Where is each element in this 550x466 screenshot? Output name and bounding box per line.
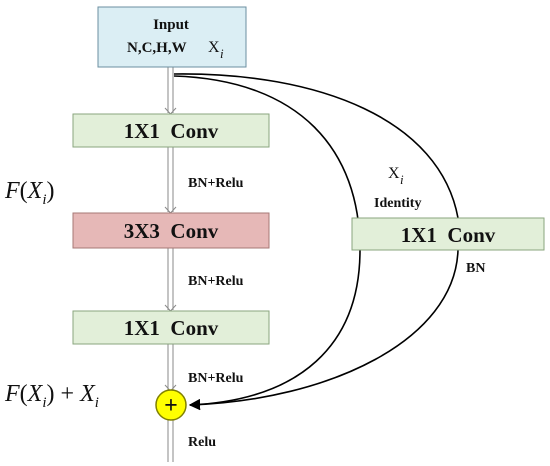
relu-label: Relu — [188, 435, 216, 450]
input-box — [97, 6, 247, 68]
residual-function-label: F(Xi) — [4, 178, 55, 208]
conv1-label: 1X1 Conv — [124, 119, 219, 143]
bn-relu-label-1: BN+Relu — [188, 176, 244, 191]
conv2-block: 3X3 Conv — [72, 212, 270, 249]
identity-x-subscript: i — [400, 172, 404, 187]
conv2-box — [72, 212, 270, 249]
residual-sum-label: F(Xi) + Xi — [4, 381, 99, 411]
bn-relu-label-3: BN+Relu — [188, 371, 244, 386]
input-block: Input N,C,H,W X i — [97, 6, 247, 68]
shortcut-conv-block: 1X1 Conv — [351, 217, 545, 251]
conv3-block: 1X1 Conv — [72, 310, 270, 345]
adder-circle — [155, 389, 187, 421]
projection-skip-curve — [173, 73, 459, 219]
plus-icon: + — [164, 393, 178, 419]
pipe-adder-to-output — [167, 420, 174, 462]
projection-skip-return-curve — [188, 249, 459, 411]
conv2-label: 3X3 Conv — [124, 219, 219, 243]
input-x-subscript: i — [220, 46, 224, 61]
input-shape-label: N,C,H,W — [127, 40, 187, 56]
shortcut-conv-box — [351, 217, 545, 251]
identity-label: Identity — [374, 196, 421, 211]
pipe-conv2-to-conv3 — [164, 248, 177, 312]
input-x-variable: X — [208, 39, 220, 56]
main-flow-pipe — [164, 67, 177, 462]
input-label: Input — [153, 17, 189, 33]
bn-relu-label-2: BN+Relu — [188, 274, 244, 289]
conv3-box — [72, 310, 270, 345]
shortcut-bn-label: BN — [466, 261, 485, 276]
conv1-box — [72, 113, 270, 148]
conv1-block: 1X1 Conv — [72, 113, 270, 148]
identity-x-variable: X — [388, 165, 400, 182]
adder-node: + — [155, 389, 187, 421]
pipe-conv3-to-adder — [164, 344, 177, 392]
shortcut-conv-label: 1X1 Conv — [401, 223, 496, 247]
pipe-conv1-to-conv2 — [164, 147, 177, 214]
conv3-label: 1X1 Conv — [124, 316, 219, 340]
